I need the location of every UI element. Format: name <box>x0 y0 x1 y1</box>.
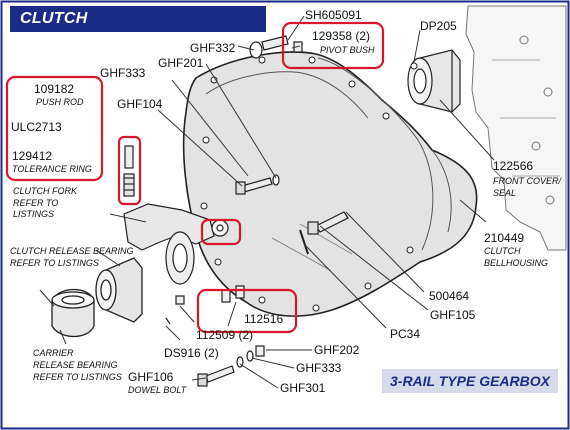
label-ghf333-bottom: GHF333 <box>296 361 342 375</box>
dowel-pins <box>165 285 245 325</box>
label-pc34: PC34 <box>390 327 421 341</box>
desc-release-bearing: CLUTCH RELEASE BEARING <box>10 246 134 256</box>
clutch-fork <box>123 203 229 285</box>
bottom-fasteners <box>197 345 265 387</box>
label-112509: 112509 (2) <box>196 328 254 342</box>
desc-clutch-fork-refer: REFER TO <box>13 198 59 208</box>
label-210449: 210449 <box>484 231 525 245</box>
desc-carrier-refer: REFER TO LISTINGS <box>33 372 122 382</box>
gearbox-casing <box>465 5 567 251</box>
label-dp205: DP205 <box>420 19 457 33</box>
highlight-box-push-rod <box>5 75 104 182</box>
ghf105-bolt <box>307 211 349 235</box>
highlight-boxes <box>5 21 385 334</box>
label-ghf201: GHF201 <box>158 56 204 70</box>
desc-release-bearing-refer: REFER TO LISTINGS <box>10 258 99 268</box>
push-rod-parts <box>123 145 135 197</box>
label-ds916: DS916 (2) <box>164 346 219 360</box>
dp205-pin <box>410 62 418 70</box>
label-ghf106: GHF106 <box>128 370 174 384</box>
highlight-box-112516 <box>196 288 298 334</box>
desc-clutch: CLUTCH <box>484 246 521 256</box>
desc-clutch-fork: CLUTCH FORK <box>13 186 78 196</box>
label-500464: 500464 <box>429 289 470 303</box>
pc34-pin <box>299 229 309 255</box>
release-bearing <box>95 257 143 323</box>
desc-carrier: CARRIER <box>33 348 74 358</box>
label-109182: 109182 <box>34 82 75 96</box>
label-122566: 122566 <box>493 159 534 173</box>
top-fasteners <box>249 35 289 59</box>
label-112516: 112516 <box>244 312 284 326</box>
carrier <box>51 288 95 338</box>
ghf104-bolt <box>235 174 280 195</box>
bellhousing-body <box>182 51 478 317</box>
desc-pivot-bush: PIVOT BUSH <box>320 45 375 55</box>
highlight-box-pivot-bush <box>281 21 385 70</box>
desc-clutch-fork-listings: LISTINGS <box>13 209 55 219</box>
desc-carrier-release-bearing: RELEASE BEARING <box>33 360 118 370</box>
desc-front-cover: FRONT COVER/ <box>493 176 562 186</box>
front-cover-seal <box>407 49 461 113</box>
leader-lines <box>39 15 495 389</box>
label-ghf104: GHF104 <box>117 97 163 111</box>
highlight-box-fork-pivot <box>200 218 242 246</box>
label-129358: 129358 (2) <box>312 29 371 43</box>
label-sh605091: SH605091 <box>305 8 362 22</box>
label-ghf105: GHF105 <box>430 308 476 322</box>
label-129412: 129412 <box>12 149 53 163</box>
label-ghf333-top: GHF333 <box>100 66 146 80</box>
label-ghf301: GHF301 <box>280 381 326 395</box>
highlight-box-tolerance-ring <box>117 135 142 206</box>
desc-tolerance-ring: TOLERANCE RING <box>12 164 92 174</box>
desc-bellhousing: BELLHOUSING <box>484 258 549 268</box>
desc-seal: SEAL <box>493 188 517 198</box>
desc-dowel-bolt: DOWEL BOLT <box>128 385 187 395</box>
label-ghf332: GHF332 <box>190 41 236 55</box>
label-ulc2713: ULC2713 <box>11 120 62 134</box>
gearbox-type-badge: 3-RAIL TYPE GEARBOX <box>382 369 558 393</box>
label-ghf202: GHF202 <box>314 343 360 357</box>
page-title: CLUTCH HOUSING/OPERATION <box>10 6 266 53</box>
flange-bolt-holes <box>200 56 414 312</box>
desc-push-rod: PUSH ROD <box>36 97 84 107</box>
